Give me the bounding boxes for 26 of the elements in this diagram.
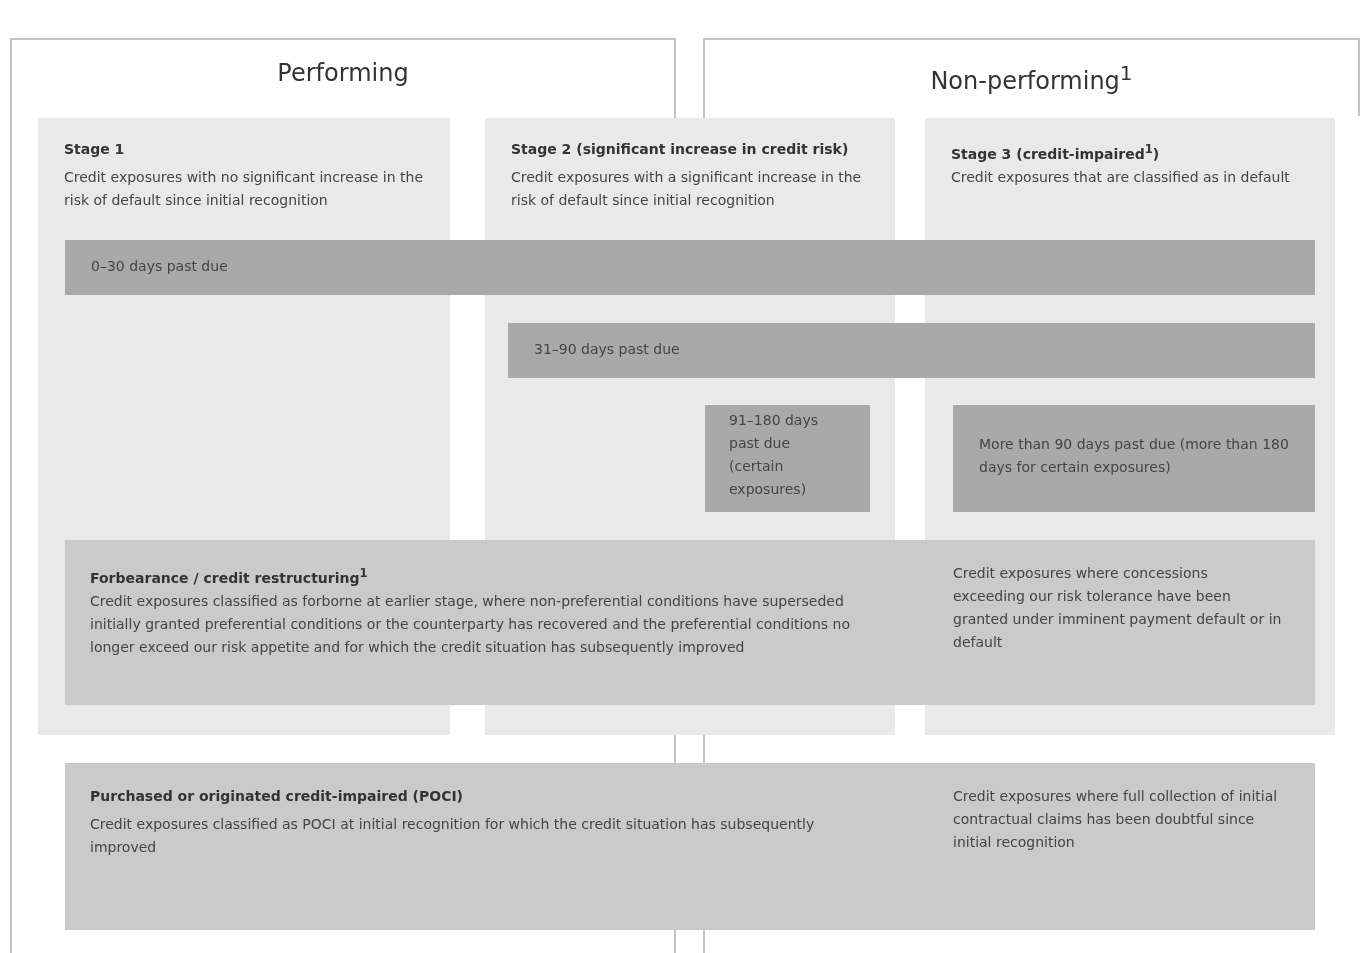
band-heading: Purchased or originated credit-impaired (POCI) [90, 787, 464, 806]
bar-label: 91–180 days past due (certain exposures) [729, 411, 820, 499]
panel-heading: Non-performing$^{1}$ [929, 60, 1134, 96]
panel-heading: Performing [276, 58, 410, 88]
bar-label: More than 90 days past due (more than 180 days for certain exposures) [979, 435, 1290, 477]
days-past-due-box [953, 405, 1315, 512]
bar-label: 0–30 days past due [91, 257, 229, 276]
stage-description: Credit exposures with no significant increase in the risk of default since initial recognition [64, 168, 424, 210]
category-band [65, 763, 1315, 930]
stage-heading: Stage 2 (significant increase in credit risk) [511, 140, 850, 159]
band-description: Credit exposures where full collection of initial contractual claims has been doubtful since initial recognition [953, 787, 1279, 852]
days-past-due-bar [65, 240, 1315, 295]
stage-description: Credit exposures with a significant increase in the risk of default since initial recognition [511, 168, 863, 210]
stage-heading: Stage 3 (credit-impaired$^{1}$) [951, 141, 1161, 164]
band-description: Credit exposures where concessions exceeding our risk tolerance have been granted under imminent payment default or in default [953, 564, 1283, 652]
stage-heading: Stage 1 [64, 140, 126, 159]
band-description: Credit exposures classified as forborne at earlier stage, where non-preferential conditions have superseded initially granted preferential conditions or the counterparty has recovered and the preferential conditions no longer exceed our risk appetite and for which the credit situation has subsequently improved [90, 592, 852, 657]
band-heading: Forbearance / credit restructuring$^{1}$ [90, 565, 368, 588]
band-description: Credit exposures classified as POCI at initial recognition for which the credit situation has subsequently improved [90, 815, 816, 857]
days-past-due-bar [508, 323, 1315, 378]
stage-description: Credit exposures that are classified as in default [951, 168, 1291, 187]
category-band [65, 540, 1315, 705]
non-performing-panel [703, 38, 1360, 116]
days-past-due-box [705, 405, 870, 512]
bar-label: 31–90 days past due [534, 340, 681, 359]
performing-panel [10, 38, 676, 116]
